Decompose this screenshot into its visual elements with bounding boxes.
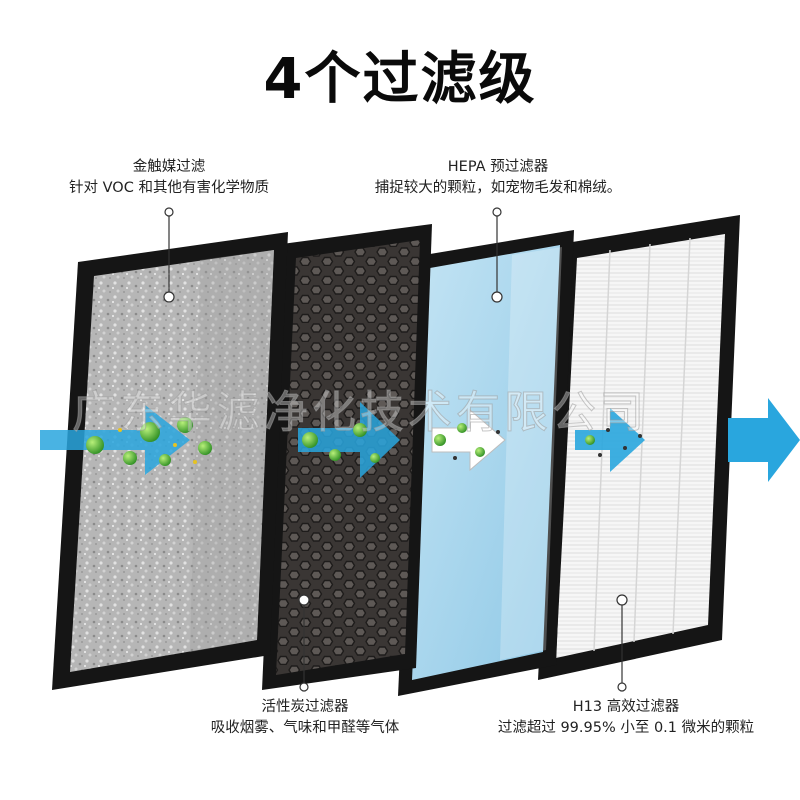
label-catalyst-desc: 针对 VOC 和其他有害化学物质: [69, 180, 269, 196]
label-h13-desc: 过滤超过 99.95% 小至 0.1 微米的颗粒: [497, 720, 755, 736]
filter-hepa-pre: [398, 230, 574, 696]
label-catalyst: 金触媒过滤 针对 VOC 和其他有害化学物质: [34, 157, 304, 199]
label-carbon-name: 活性炭过滤器: [261, 699, 349, 715]
label-h13: H13 高效过滤器 过滤超过 99.95% 小至 0.1 微米的颗粒: [470, 697, 782, 739]
particles: [86, 417, 642, 466]
label-hepa-pre-name: HEPA 预过滤器: [447, 159, 549, 175]
label-hepa-pre-desc: 捕捉较大的颗粒，如宠物毛发和棉绒。: [374, 180, 622, 196]
page-title: 4个过滤级: [263, 47, 537, 112]
label-catalyst-name: 金触媒过滤: [132, 159, 206, 175]
callout-lines: [163, 207, 628, 692]
label-carbon: 活性炭过滤器 吸收烟雾、气味和甲醛等气体: [160, 697, 450, 739]
filter-h13: [538, 215, 740, 680]
label-hepa-pre: HEPA 预过滤器 捕捉较大的颗粒，如宠物毛发和棉绒。: [348, 157, 648, 199]
label-h13-name: H13 高效过滤器: [572, 699, 680, 715]
label-carbon-desc: 吸收烟雾、气味和甲醛等气体: [210, 720, 400, 736]
filter-carbon: [262, 224, 432, 690]
